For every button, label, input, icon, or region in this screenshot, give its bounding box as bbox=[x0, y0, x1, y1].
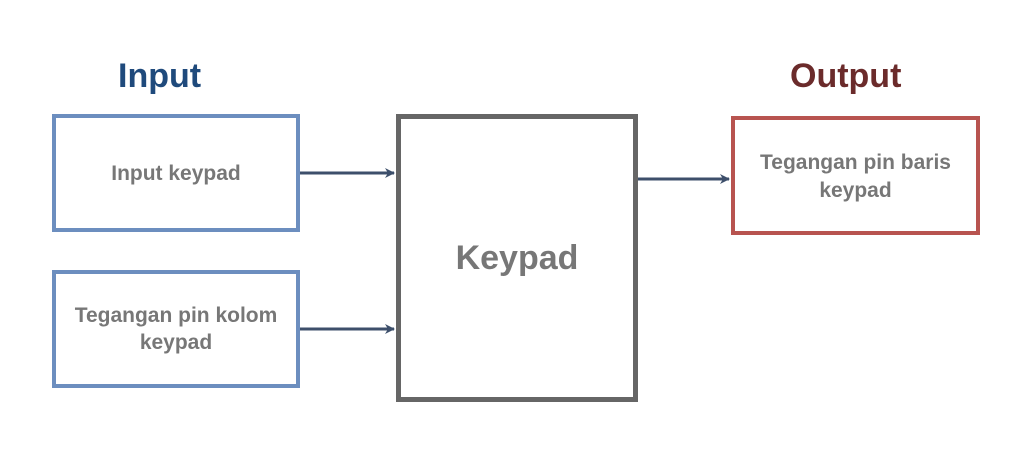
input-heading: Input bbox=[118, 57, 202, 95]
column-pin-voltage-node: Tegangan pin kolom keypad bbox=[52, 270, 300, 388]
column-pin-voltage-label: Tegangan pin kolom keypad bbox=[74, 304, 278, 354]
row-pin-voltage-node: Tegangan pin baris keypad bbox=[731, 116, 980, 235]
output-heading: Output bbox=[790, 57, 902, 95]
input-keypad-node: Input keypad bbox=[52, 114, 300, 232]
keypad-node: Keypad bbox=[396, 114, 638, 402]
row-pin-voltage-label: Tegangan pin baris keypad bbox=[760, 151, 951, 202]
keypad-label: Keypad bbox=[455, 239, 579, 277]
input-keypad-label: Input keypad bbox=[111, 161, 241, 185]
